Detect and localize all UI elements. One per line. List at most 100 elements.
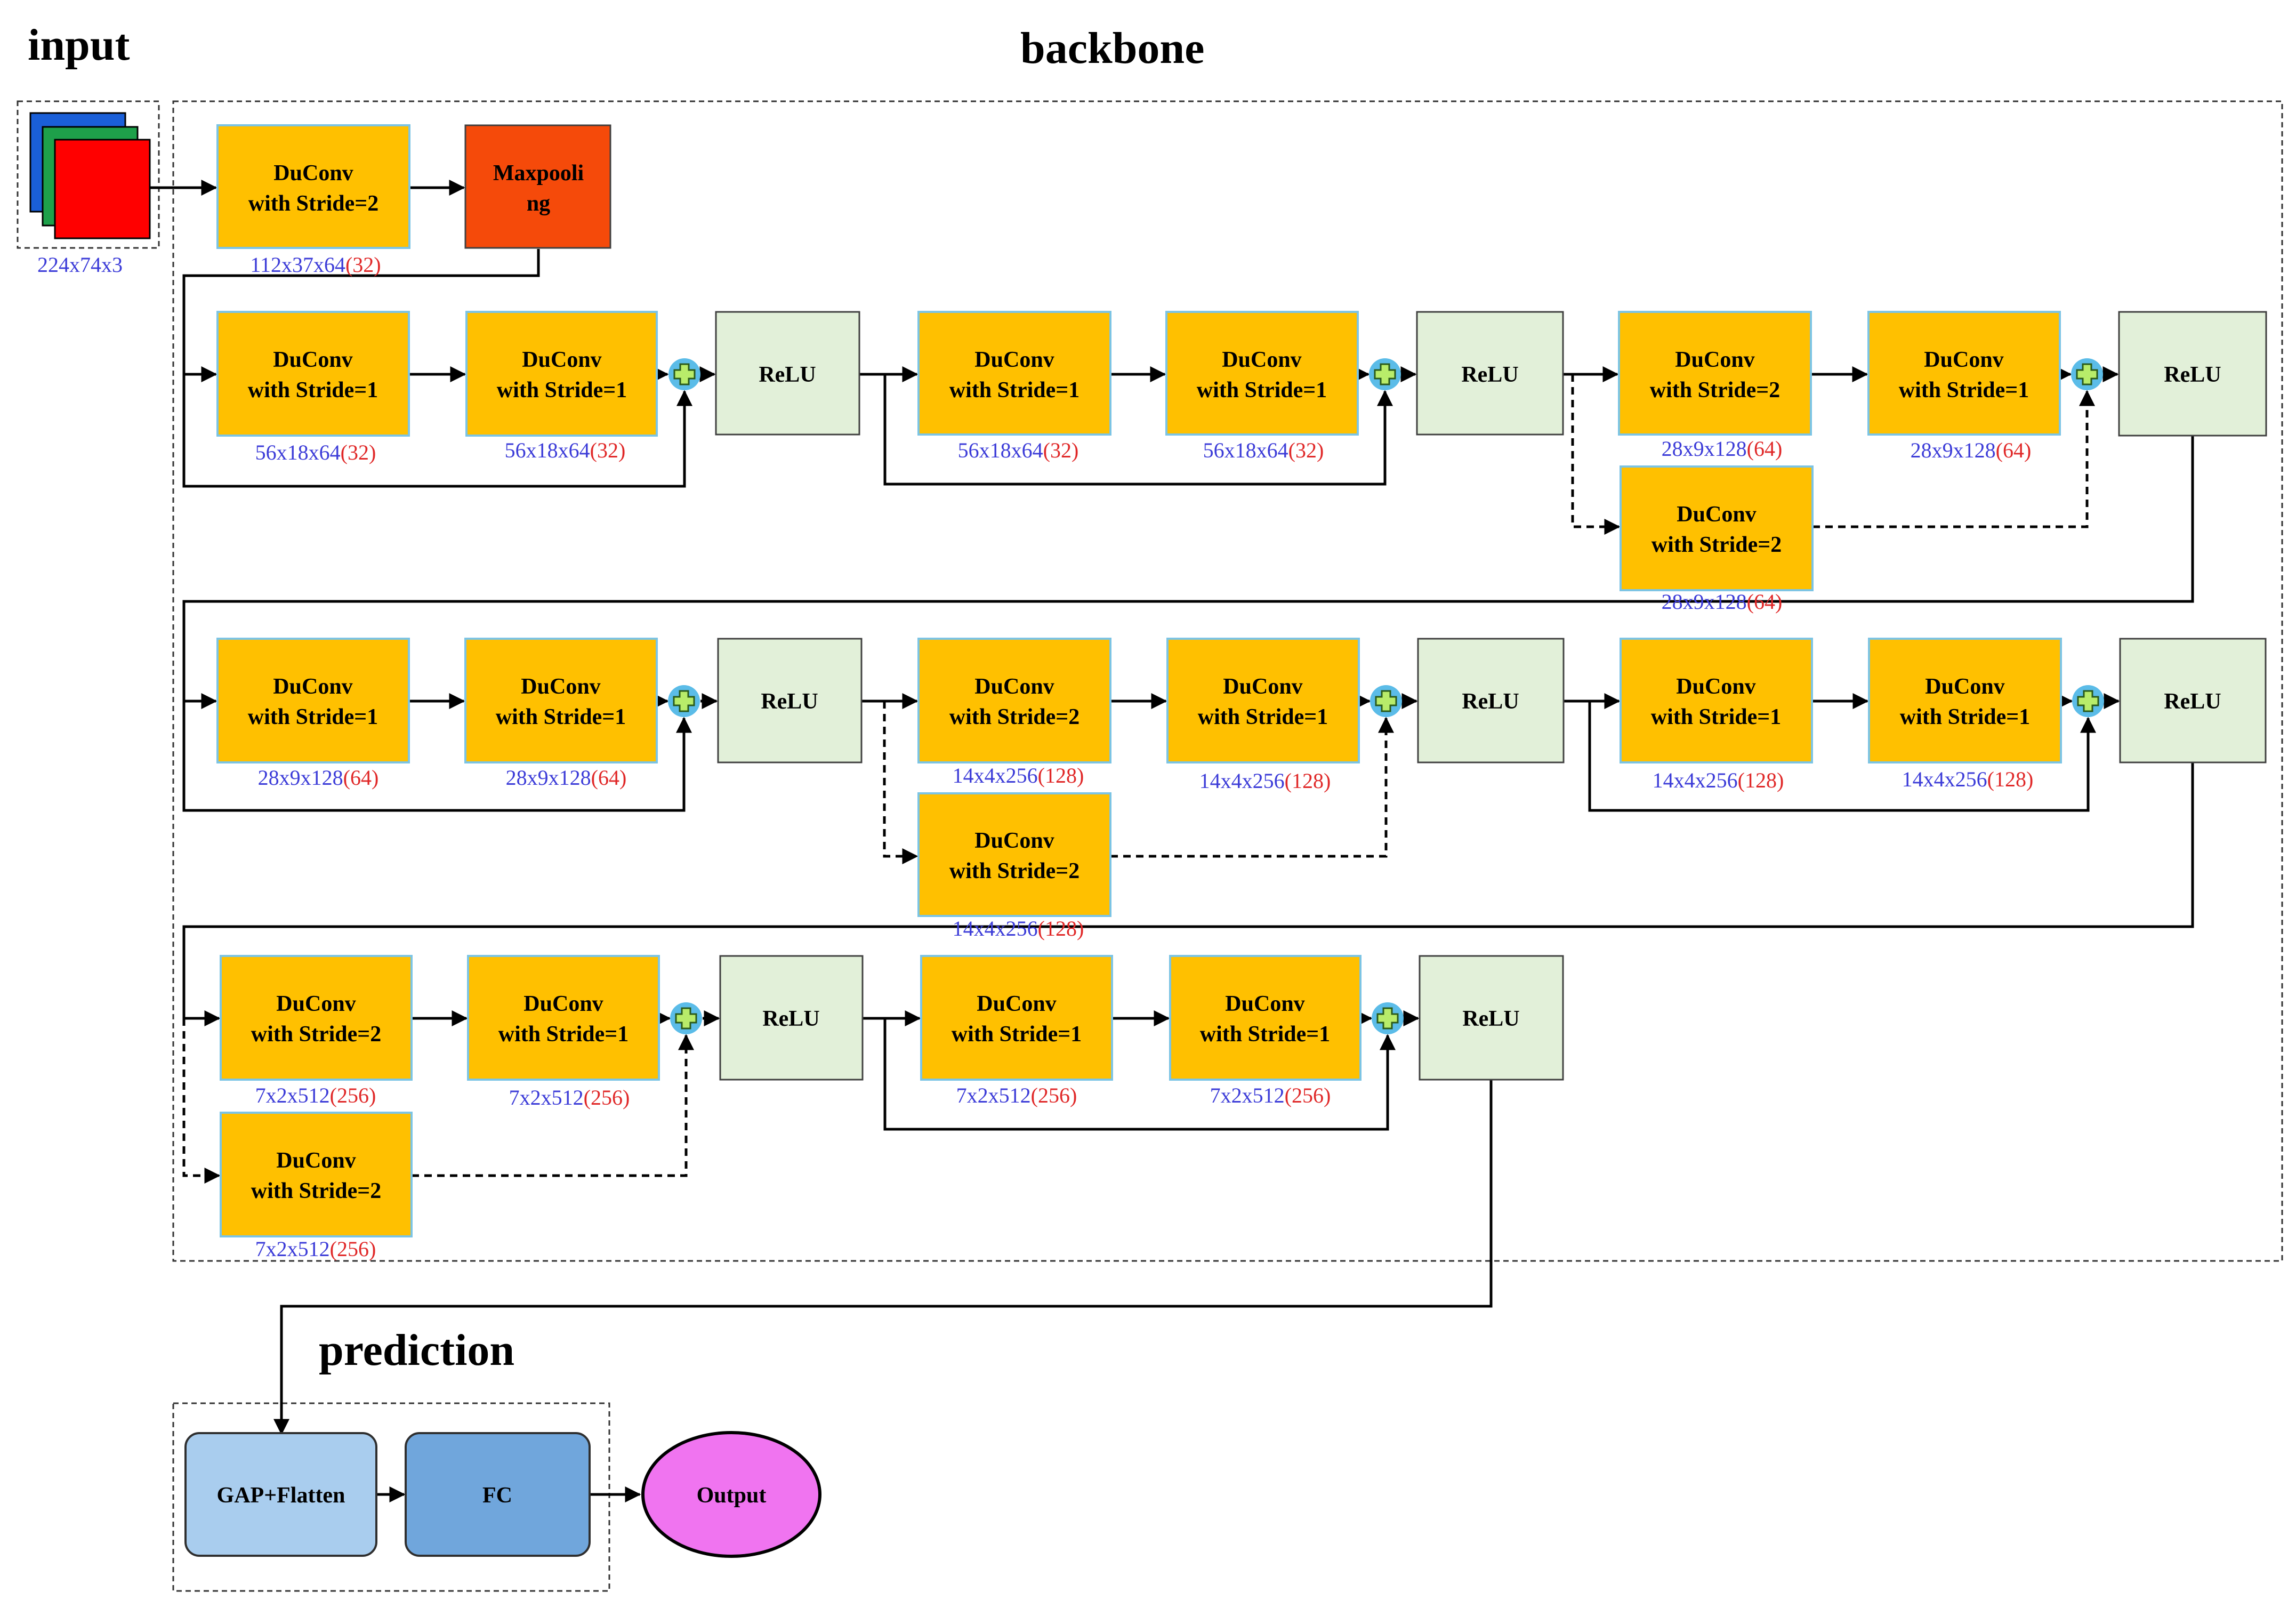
output-node: Output — [641, 1431, 821, 1558]
svg-text:28x9x128(64): 28x9x128(64) — [1662, 590, 1783, 614]
svg-text:DuConv: DuConv — [522, 348, 601, 372]
svg-text:with Stride=1: with Stride=1 — [497, 378, 627, 403]
svg-text:DuConv: DuConv — [1675, 348, 1754, 372]
svg-text:7x2x512(256): 7x2x512(256) — [509, 1086, 630, 1109]
svg-text:DuConv: DuConv — [1225, 992, 1304, 1016]
relu-node: ReLU — [719, 955, 864, 1081]
svg-text:ReLU: ReLU — [1462, 689, 1519, 714]
duconv-node-c3: DuConv with Stride=1 56x18x64(32) — [917, 311, 1111, 462]
svg-text:ReLU: ReLU — [761, 689, 818, 714]
svg-text:with Stride=2: with Stride=2 — [251, 1022, 381, 1047]
svg-text:with Stride=2: with Stride=2 — [248, 191, 378, 216]
svg-text:with Stride=2: with Stride=2 — [949, 859, 1079, 883]
svg-text:Output: Output — [697, 1483, 767, 1508]
backbone-title: backbone — [1020, 23, 1204, 73]
svg-text:DuConv: DuConv — [1924, 348, 2003, 372]
svg-text:with Stride=1: with Stride=1 — [952, 1022, 1082, 1047]
svg-text:with Stride=1: with Stride=1 — [1900, 705, 2030, 729]
svg-text:14x4x256(128): 14x4x256(128) — [1199, 769, 1331, 793]
input-image-icon — [29, 112, 151, 239]
svg-text:with Stride=1: with Stride=1 — [1198, 705, 1328, 729]
svg-text:with Stride=2: with Stride=2 — [1650, 378, 1780, 403]
svg-text:DuConv: DuConv — [1222, 348, 1301, 372]
svg-text:56x18x64(32): 56x18x64(32) — [255, 440, 376, 464]
svg-text:DuConv: DuConv — [273, 674, 352, 699]
duconv-node-c4: DuConv with Stride=1 56x18x64(32) — [1165, 311, 1359, 462]
svg-text:7x2x512(256): 7x2x512(256) — [1210, 1083, 1331, 1107]
svg-text:with Stride=2: with Stride=2 — [1651, 533, 1782, 557]
svg-text:ReLU: ReLU — [1462, 1007, 1519, 1031]
svg-text:14x4x256(128): 14x4x256(128) — [1902, 767, 2034, 791]
svg-text:DuConv: DuConv — [521, 674, 600, 699]
prediction-title: prediction — [319, 1325, 514, 1375]
svg-text:DuConv: DuConv — [523, 992, 603, 1016]
svg-text:DuConv: DuConv — [276, 1148, 356, 1173]
backbone-region — [172, 100, 2283, 1262]
adder-icon — [1368, 357, 1402, 391]
svg-text:DuConv: DuConv — [974, 829, 1054, 853]
input-title: input — [28, 20, 130, 70]
svg-text:DuConv: DuConv — [977, 992, 1056, 1016]
svg-text:ReLU: ReLU — [1461, 363, 1518, 387]
stem-duconv-dims: 112x37x64(32) — [250, 253, 381, 277]
duconv-node-c7: DuConv with Stride=1 28x9x128(64) — [216, 638, 410, 790]
relu-node: ReLU — [2118, 311, 2267, 437]
svg-text:14x4x256(128): 14x4x256(128) — [953, 763, 1084, 787]
duconv-node-c9: DuConv with Stride=2 14x4x256(128) — [917, 638, 1111, 787]
svg-text:ng: ng — [527, 191, 550, 216]
prediction-region — [172, 1402, 610, 1592]
svg-text:14x4x256(128): 14x4x256(128) — [1653, 768, 1784, 792]
svg-text:14x4x256(128): 14x4x256(128) — [953, 916, 1084, 940]
svg-text:DuConv: DuConv — [1676, 674, 1755, 699]
svg-text:28x9x128(64): 28x9x128(64) — [506, 766, 627, 790]
svg-text:28x9x128(64): 28x9x128(64) — [1662, 437, 1783, 461]
duconv-node-c2: DuConv with Stride=1 56x18x64(32) — [465, 311, 658, 462]
relu-node: ReLU — [715, 311, 860, 436]
input-dims: 224x74x3 — [37, 253, 123, 277]
fc-node: FC — [405, 1432, 591, 1557]
svg-text:with Stride=2: with Stride=2 — [251, 1179, 381, 1203]
adder-icon — [1371, 1001, 1405, 1035]
input-region — [17, 100, 160, 249]
svg-text:with Stride=2: with Stride=2 — [949, 705, 1079, 729]
svg-text:56x18x64(32): 56x18x64(32) — [958, 438, 1079, 462]
adder-icon — [669, 1001, 703, 1035]
svg-text:with Stride=1: with Stride=1 — [248, 378, 378, 403]
duconv-node-c14: DuConv with Stride=1 7x2x512(256) — [467, 955, 660, 1109]
svg-text:56x18x64(32): 56x18x64(32) — [505, 438, 626, 462]
duconv-node-c5: DuConv with Stride=2 28x9x128(64) — [1618, 311, 1812, 461]
relu-node: ReLU — [1419, 955, 1564, 1081]
svg-text:7x2x512(256): 7x2x512(256) — [255, 1237, 376, 1261]
relu-node: ReLU — [717, 638, 863, 763]
svg-text:56x18x64(32): 56x18x64(32) — [1203, 438, 1324, 462]
svg-text:DuConv: DuConv — [273, 161, 353, 186]
svg-text:with Stride=1: with Stride=1 — [496, 705, 626, 729]
svg-text:DuConv: DuConv — [974, 348, 1054, 372]
svg-text:28x9x128(64): 28x9x128(64) — [258, 766, 379, 790]
svg-text:with Stride=1: with Stride=1 — [1899, 378, 2029, 403]
relu-node: ReLU — [1416, 311, 1564, 436]
maxpooling-node: Maxpooli ng — [464, 124, 611, 249]
adder-icon — [1369, 684, 1403, 718]
svg-text:with Stride=1: with Stride=1 — [1651, 705, 1781, 729]
svg-text:GAP+Flatten: GAP+Flatten — [217, 1483, 345, 1508]
duconv-node-c1: DuConv with Stride=1 56x18x64(32) — [216, 311, 410, 464]
relu-node: ReLU — [2119, 638, 2267, 763]
svg-text:ReLU: ReLU — [2164, 689, 2221, 714]
svg-text:with Stride=1: with Stride=1 — [1197, 378, 1327, 403]
svg-text:with Stride=1: with Stride=1 — [949, 378, 1079, 403]
stem-duconv-node: DuConv with Stride=2 112x37x64(32) — [216, 124, 410, 277]
gap-flatten-node: GAP+Flatten — [184, 1432, 377, 1557]
svg-text:DuConv: DuConv — [1223, 674, 1302, 699]
svg-text:DuConv: DuConv — [1677, 502, 1756, 527]
duconv-node-c12: DuConv with Stride=1 14x4x256(128) — [1868, 638, 2062, 791]
svg-text:ReLU: ReLU — [759, 363, 816, 387]
svg-text:7x2x512(256): 7x2x512(256) — [956, 1083, 1077, 1107]
svg-text:ReLU: ReLU — [2164, 363, 2221, 387]
duconv-node-c10: DuConv with Stride=1 14x4x256(128) — [1166, 638, 1360, 793]
svg-text:DuConv: DuConv — [276, 992, 356, 1016]
duconv-node-c6: DuConv with Stride=1 28x9x128(64) — [1867, 311, 2061, 462]
adder-icon — [2070, 357, 2104, 391]
svg-text:28x9x128(64): 28x9x128(64) — [1911, 438, 2032, 462]
duconv-shortcut-node-s2: DuConv with Stride=2 14x4x256(128) — [917, 792, 1111, 940]
